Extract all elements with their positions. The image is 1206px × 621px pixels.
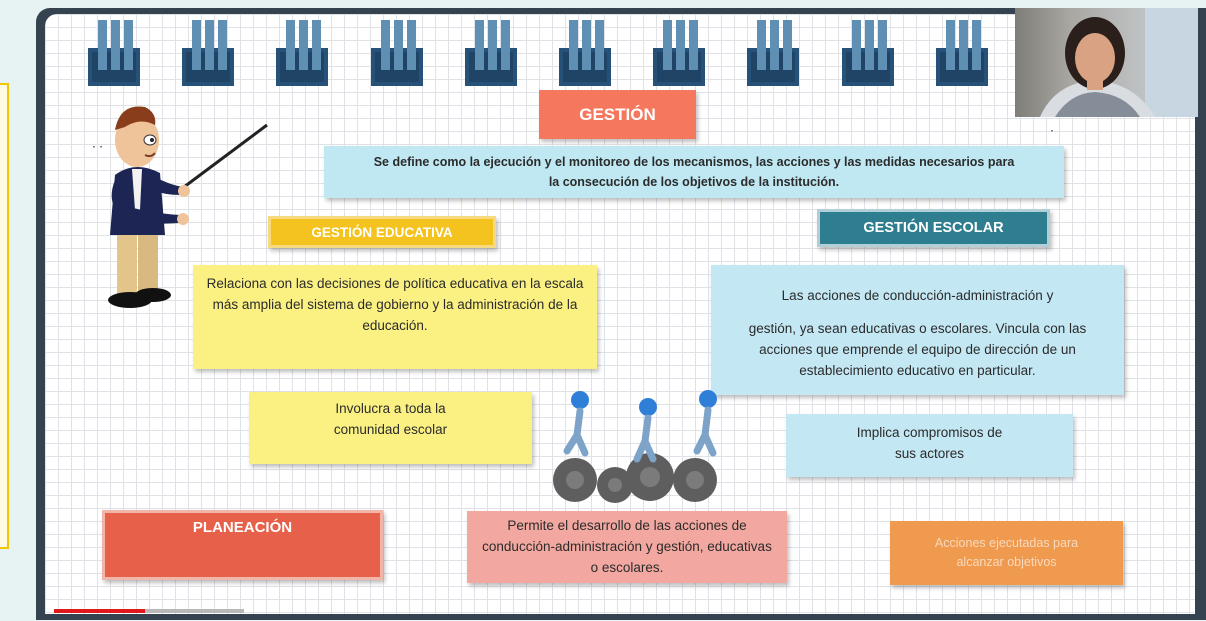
binder-icon [842,20,894,86]
binder-icon [936,20,988,86]
gestion-escolar-description-line2: gestión, ya sean educativas o escolares.… [748,321,1087,378]
binder-icon [653,20,705,86]
webcam-feed [1015,8,1198,117]
gestion-educativa-description: Relaciona con las decisiones de política… [193,265,597,369]
gestion-escolar-label: GESTIÓN ESCOLAR [817,209,1050,247]
binder-icon [276,20,328,86]
video-progress-bar[interactable] [54,609,244,613]
implica-box: Implica compromisos de sus actores [786,414,1073,477]
planeacion-box: PLANEACIÓN [102,510,383,580]
involucra-box: Involucra a toda la comunidad escolar [249,392,532,464]
teacher-pointer-illustration [108,106,268,308]
gestion-escolar-description-line1: Las acciones de conducción-administració… [781,288,1054,303]
definition-line-1: Se define como la ejecución y el monitor… [373,155,1015,169]
definition-box: Se define como la ejecución y el monitor… [324,146,1064,198]
sparkle-dots: ⋅ ⋅ [92,140,103,154]
definition-line-2: la consecución de los objetivos de la in… [548,175,840,189]
acciones-ejecutadas-box: Acciones ejecutadas para alcanzar objeti… [890,521,1123,585]
binder-icon [371,20,423,86]
binder-icon [747,20,799,86]
side-panel [0,83,9,549]
binder-icon [465,20,517,86]
binder-icon [88,20,140,86]
sparkle-dots: ⋅ [1050,124,1054,138]
presenter-silhouette [1040,8,1198,117]
gears-walkers-illustration [553,390,717,503]
gestion-educativa-label: GESTIÓN EDUCATIVA [268,216,496,248]
permite-box: Permite el desarrollo de las acciones de… [467,511,787,583]
slide-title: GESTIÓN [539,90,696,139]
gestion-escolar-description: Las acciones de conducción-administració… [711,265,1124,395]
video-progress-fill [54,609,146,613]
binder-icon [182,20,234,86]
binder-icon [559,20,611,86]
